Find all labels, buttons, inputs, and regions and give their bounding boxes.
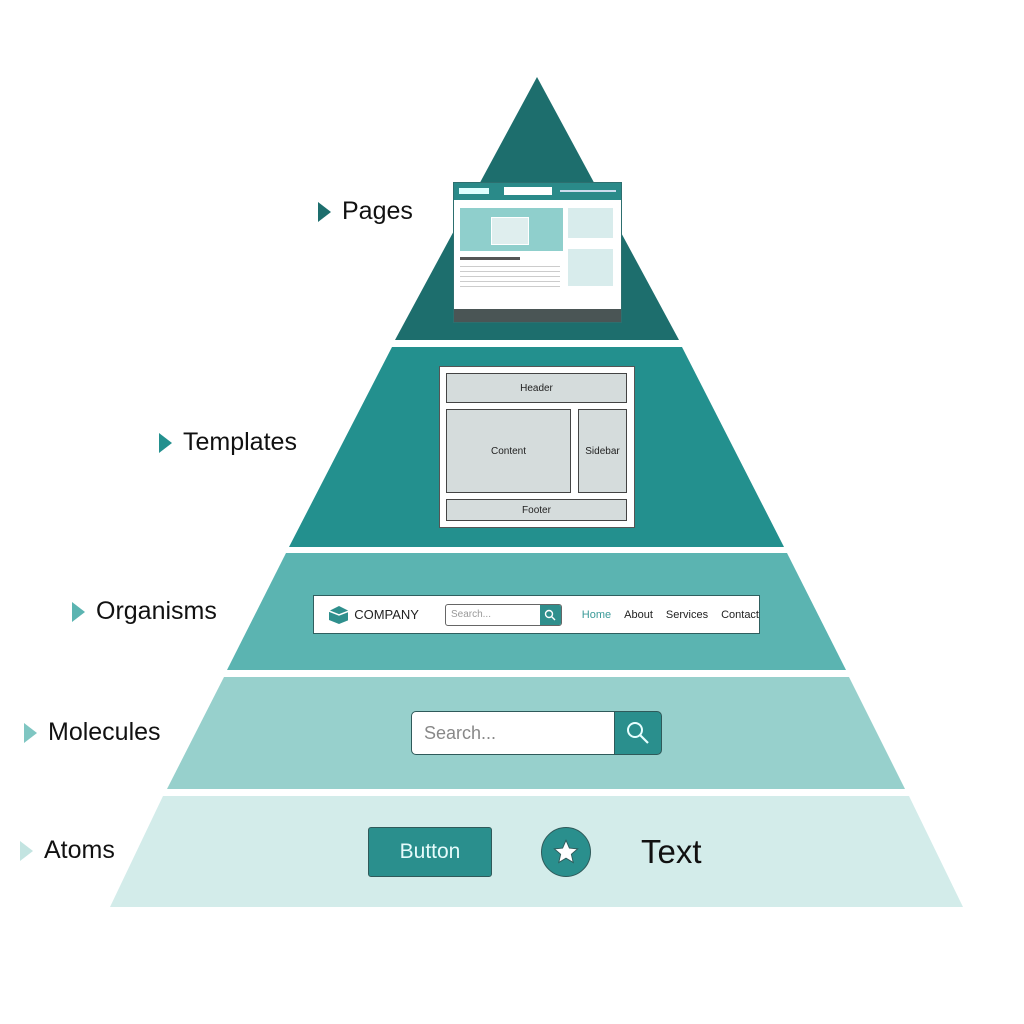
triangle-icon <box>24 722 37 743</box>
atom-button[interactable]: Button <box>368 827 492 877</box>
nav-contact[interactable]: Contact <box>721 608 759 621</box>
thumb-widget <box>568 249 613 286</box>
label-text: Organisms <box>96 597 217 625</box>
template-header: Header <box>446 373 627 403</box>
label-templates: Templates <box>159 428 297 457</box>
thumb-footer <box>454 309 621 322</box>
triangle-icon <box>72 601 85 622</box>
company-name: COMPANY <box>354 607 419 622</box>
search-input[interactable]: Search... <box>450 608 491 620</box>
thumb-heading <box>460 257 520 260</box>
nav-about[interactable]: About <box>624 608 653 621</box>
page-thumbnail <box>453 182 622 323</box>
label-pages: Pages <box>318 197 413 226</box>
template-sidebar: Sidebar <box>578 409 627 493</box>
template-footer: Footer <box>446 499 627 521</box>
label-text: Templates <box>183 428 297 456</box>
label-text: Molecules <box>48 718 161 746</box>
thumb-nav <box>560 190 616 192</box>
search-icon <box>627 722 649 744</box>
template-wireframe: Header Content Sidebar Footer <box>439 366 635 528</box>
label-text: Pages <box>342 197 413 225</box>
nav-home[interactable]: Home <box>581 608 612 621</box>
thumb-search <box>504 187 552 195</box>
thumb-text <box>460 266 560 291</box>
label-text: Atoms <box>44 836 115 864</box>
thumb-image-icon <box>491 217 529 245</box>
template-content: Content <box>446 409 571 493</box>
thumb-hero <box>460 208 563 251</box>
label-atoms: Atoms <box>20 836 115 865</box>
level-atoms <box>110 796 963 907</box>
label-molecules: Molecules <box>24 718 161 747</box>
thumb-header <box>454 183 621 200</box>
star-icon <box>541 827 591 877</box>
triangle-icon <box>20 840 33 861</box>
molecule-search[interactable]: Search... <box>411 711 662 755</box>
triangle-icon <box>318 201 331 222</box>
label-organisms: Organisms <box>72 597 217 626</box>
search-input[interactable]: Search... <box>411 711 615 755</box>
atom-text: Text <box>641 833 702 870</box>
cube-logo-icon <box>328 605 349 624</box>
thumb-widget <box>568 208 613 238</box>
search-button[interactable] <box>614 711 662 755</box>
nav-services[interactable]: Services <box>665 608 709 621</box>
search-placeholder: Search... <box>424 723 497 743</box>
thumb-logo <box>459 188 489 194</box>
organism-search[interactable]: Search... <box>444 603 562 626</box>
organism-header-bar: COMPANY Search... Home About Services Co… <box>313 595 760 634</box>
search-icon[interactable] <box>539 604 561 625</box>
triangle-icon <box>159 432 172 453</box>
